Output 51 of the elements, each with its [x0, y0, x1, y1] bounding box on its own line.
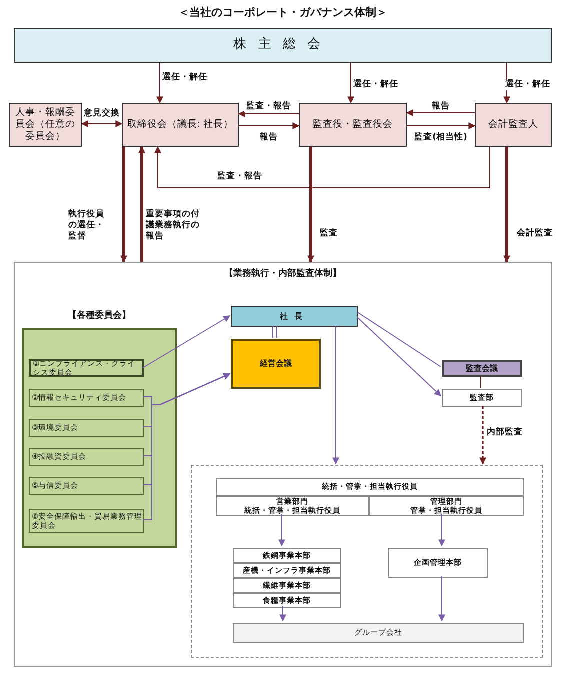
arrow	[138, 146, 146, 262]
arrow	[406, 122, 476, 130]
department-cell	[369, 496, 524, 516]
arrow	[238, 110, 300, 118]
board-box: 取締役会（議長: 社長）	[122, 103, 239, 147]
arrow	[120, 147, 128, 263]
arrow	[308, 147, 314, 263]
arrow	[278, 514, 286, 547]
connector-line	[272, 326, 278, 338]
arrow	[332, 326, 340, 465]
auditor-box: 会計監査人	[475, 103, 552, 147]
meeting-box: 経営会議	[231, 339, 321, 389]
connector-line	[356, 312, 442, 368]
assembly-box: 株主総会	[14, 28, 552, 63]
arrow	[154, 146, 490, 188]
edge-label: 報告	[430, 101, 452, 113]
edge-label: 監査(相当性)	[412, 132, 470, 144]
arrow	[81, 120, 123, 128]
edge-label: 選任・解任	[352, 79, 400, 91]
arrow	[142, 316, 231, 368]
edge-label: 監査・報告	[216, 171, 264, 183]
edge-label: 内部監査	[485, 427, 525, 439]
arrow	[480, 406, 486, 465]
panel-heading: 【各種委員会】	[68, 309, 131, 322]
diagram-title: ＜当社のコーポレート・ガバナンス体制＞	[178, 5, 388, 20]
arrow	[156, 62, 164, 104]
connector-line	[480, 376, 482, 388]
president-box: 社長	[231, 306, 358, 327]
arrow	[438, 576, 446, 622]
edge-label: 選任・解任	[504, 79, 552, 91]
arrow	[504, 147, 510, 263]
auditor-box: 監査役・監査役会	[299, 103, 407, 147]
section-frame	[14, 262, 552, 667]
arrow	[142, 373, 231, 520]
section-heading: 【業務執行・内部監査体制】	[224, 267, 342, 280]
edge-label: 報告	[258, 132, 280, 144]
arrow	[238, 122, 300, 130]
arrow	[406, 110, 476, 116]
edge-label: 選任・解任	[160, 72, 210, 84]
arrow	[438, 514, 446, 547]
committee-box: 人事・報酬委員会（任意の委員会）	[9, 103, 82, 147]
edge-label: 監査	[318, 228, 340, 240]
edge-label: 意見交換	[82, 108, 122, 120]
arrow	[356, 316, 442, 396]
arrow	[348, 62, 354, 104]
meeting-box: 監査会議	[442, 360, 522, 377]
edge-label: 監査・報告	[244, 101, 294, 113]
arrow	[280, 606, 286, 622]
dashed-frame	[191, 465, 543, 658]
edge-label: 会計監査	[515, 228, 555, 240]
department-cell	[216, 496, 369, 516]
